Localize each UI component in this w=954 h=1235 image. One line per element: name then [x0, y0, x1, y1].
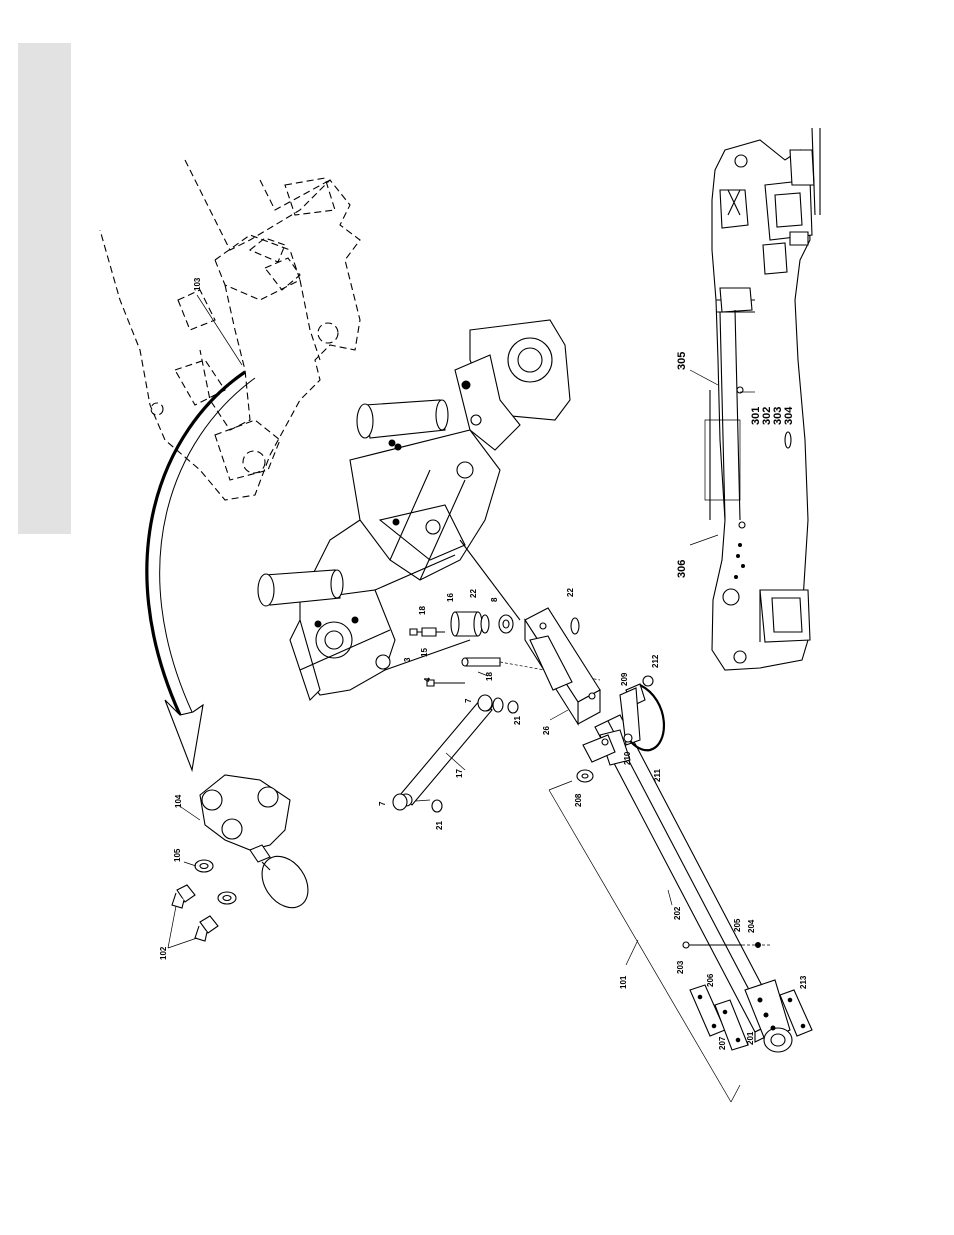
callout-210: 210 — [623, 751, 632, 765]
callout-203: 203 — [676, 960, 685, 974]
callout-304: 304 — [783, 406, 795, 425]
callout-21b: 21 — [435, 821, 444, 830]
callout-208: 208 — [574, 793, 583, 807]
leader-102 — [168, 906, 197, 948]
leader-105 — [184, 862, 196, 866]
callout-22b: 22 — [566, 588, 575, 597]
washer-105 — [195, 860, 236, 904]
callout-21a: 21 — [513, 716, 522, 725]
callout-206: 206 — [706, 973, 715, 987]
leader-101 — [626, 940, 638, 965]
callout-7a: 7 — [464, 698, 473, 703]
callout-18b: 18 — [485, 672, 494, 681]
callout-15: 15 — [420, 648, 429, 657]
main-frame-assembly — [258, 320, 570, 700]
callout-305: 305 — [676, 352, 688, 370]
callout-211: 211 — [653, 769, 662, 782]
callout-102: 102 — [159, 946, 168, 960]
callout-103: 103 — [193, 277, 202, 291]
callout-8: 8 — [490, 597, 499, 602]
callout-104: 104 — [174, 794, 183, 808]
leader-26 — [550, 710, 568, 720]
tractor-frame-outline — [100, 160, 360, 500]
callout-7b: 7 — [378, 801, 387, 806]
callout-18a: 18 — [418, 606, 427, 615]
callout-207: 207 — [718, 1036, 727, 1050]
callout-205: 205 — [733, 918, 742, 932]
fitting-102 — [172, 885, 218, 941]
curved-arrow — [147, 372, 255, 770]
callout-17: 17 — [455, 769, 464, 778]
callout-209: 209 — [620, 672, 629, 686]
callout-26: 26 — [542, 726, 551, 735]
bracket-26 — [525, 608, 600, 724]
callout-201: 201 — [746, 1031, 755, 1045]
callout-202: 202 — [673, 906, 682, 920]
drawbar-assembly-101 — [549, 676, 812, 1102]
callout-213: 213 — [799, 975, 808, 989]
link-arm-17 — [393, 695, 518, 812]
callout-204: 204 — [747, 919, 756, 933]
callout-101: 101 — [619, 975, 628, 989]
callout-105: 105 — [173, 848, 182, 862]
callout-3: 3 — [403, 657, 412, 662]
frame-side-view — [690, 128, 820, 670]
hitch-block-104 — [200, 775, 317, 916]
callout-306: 306 — [676, 560, 688, 578]
callout-4: 4 — [423, 677, 432, 682]
callout-16: 16 — [446, 593, 455, 602]
callout-22a: 22 — [469, 589, 478, 598]
leader-202 — [668, 890, 672, 905]
callout-212: 212 — [651, 654, 660, 668]
